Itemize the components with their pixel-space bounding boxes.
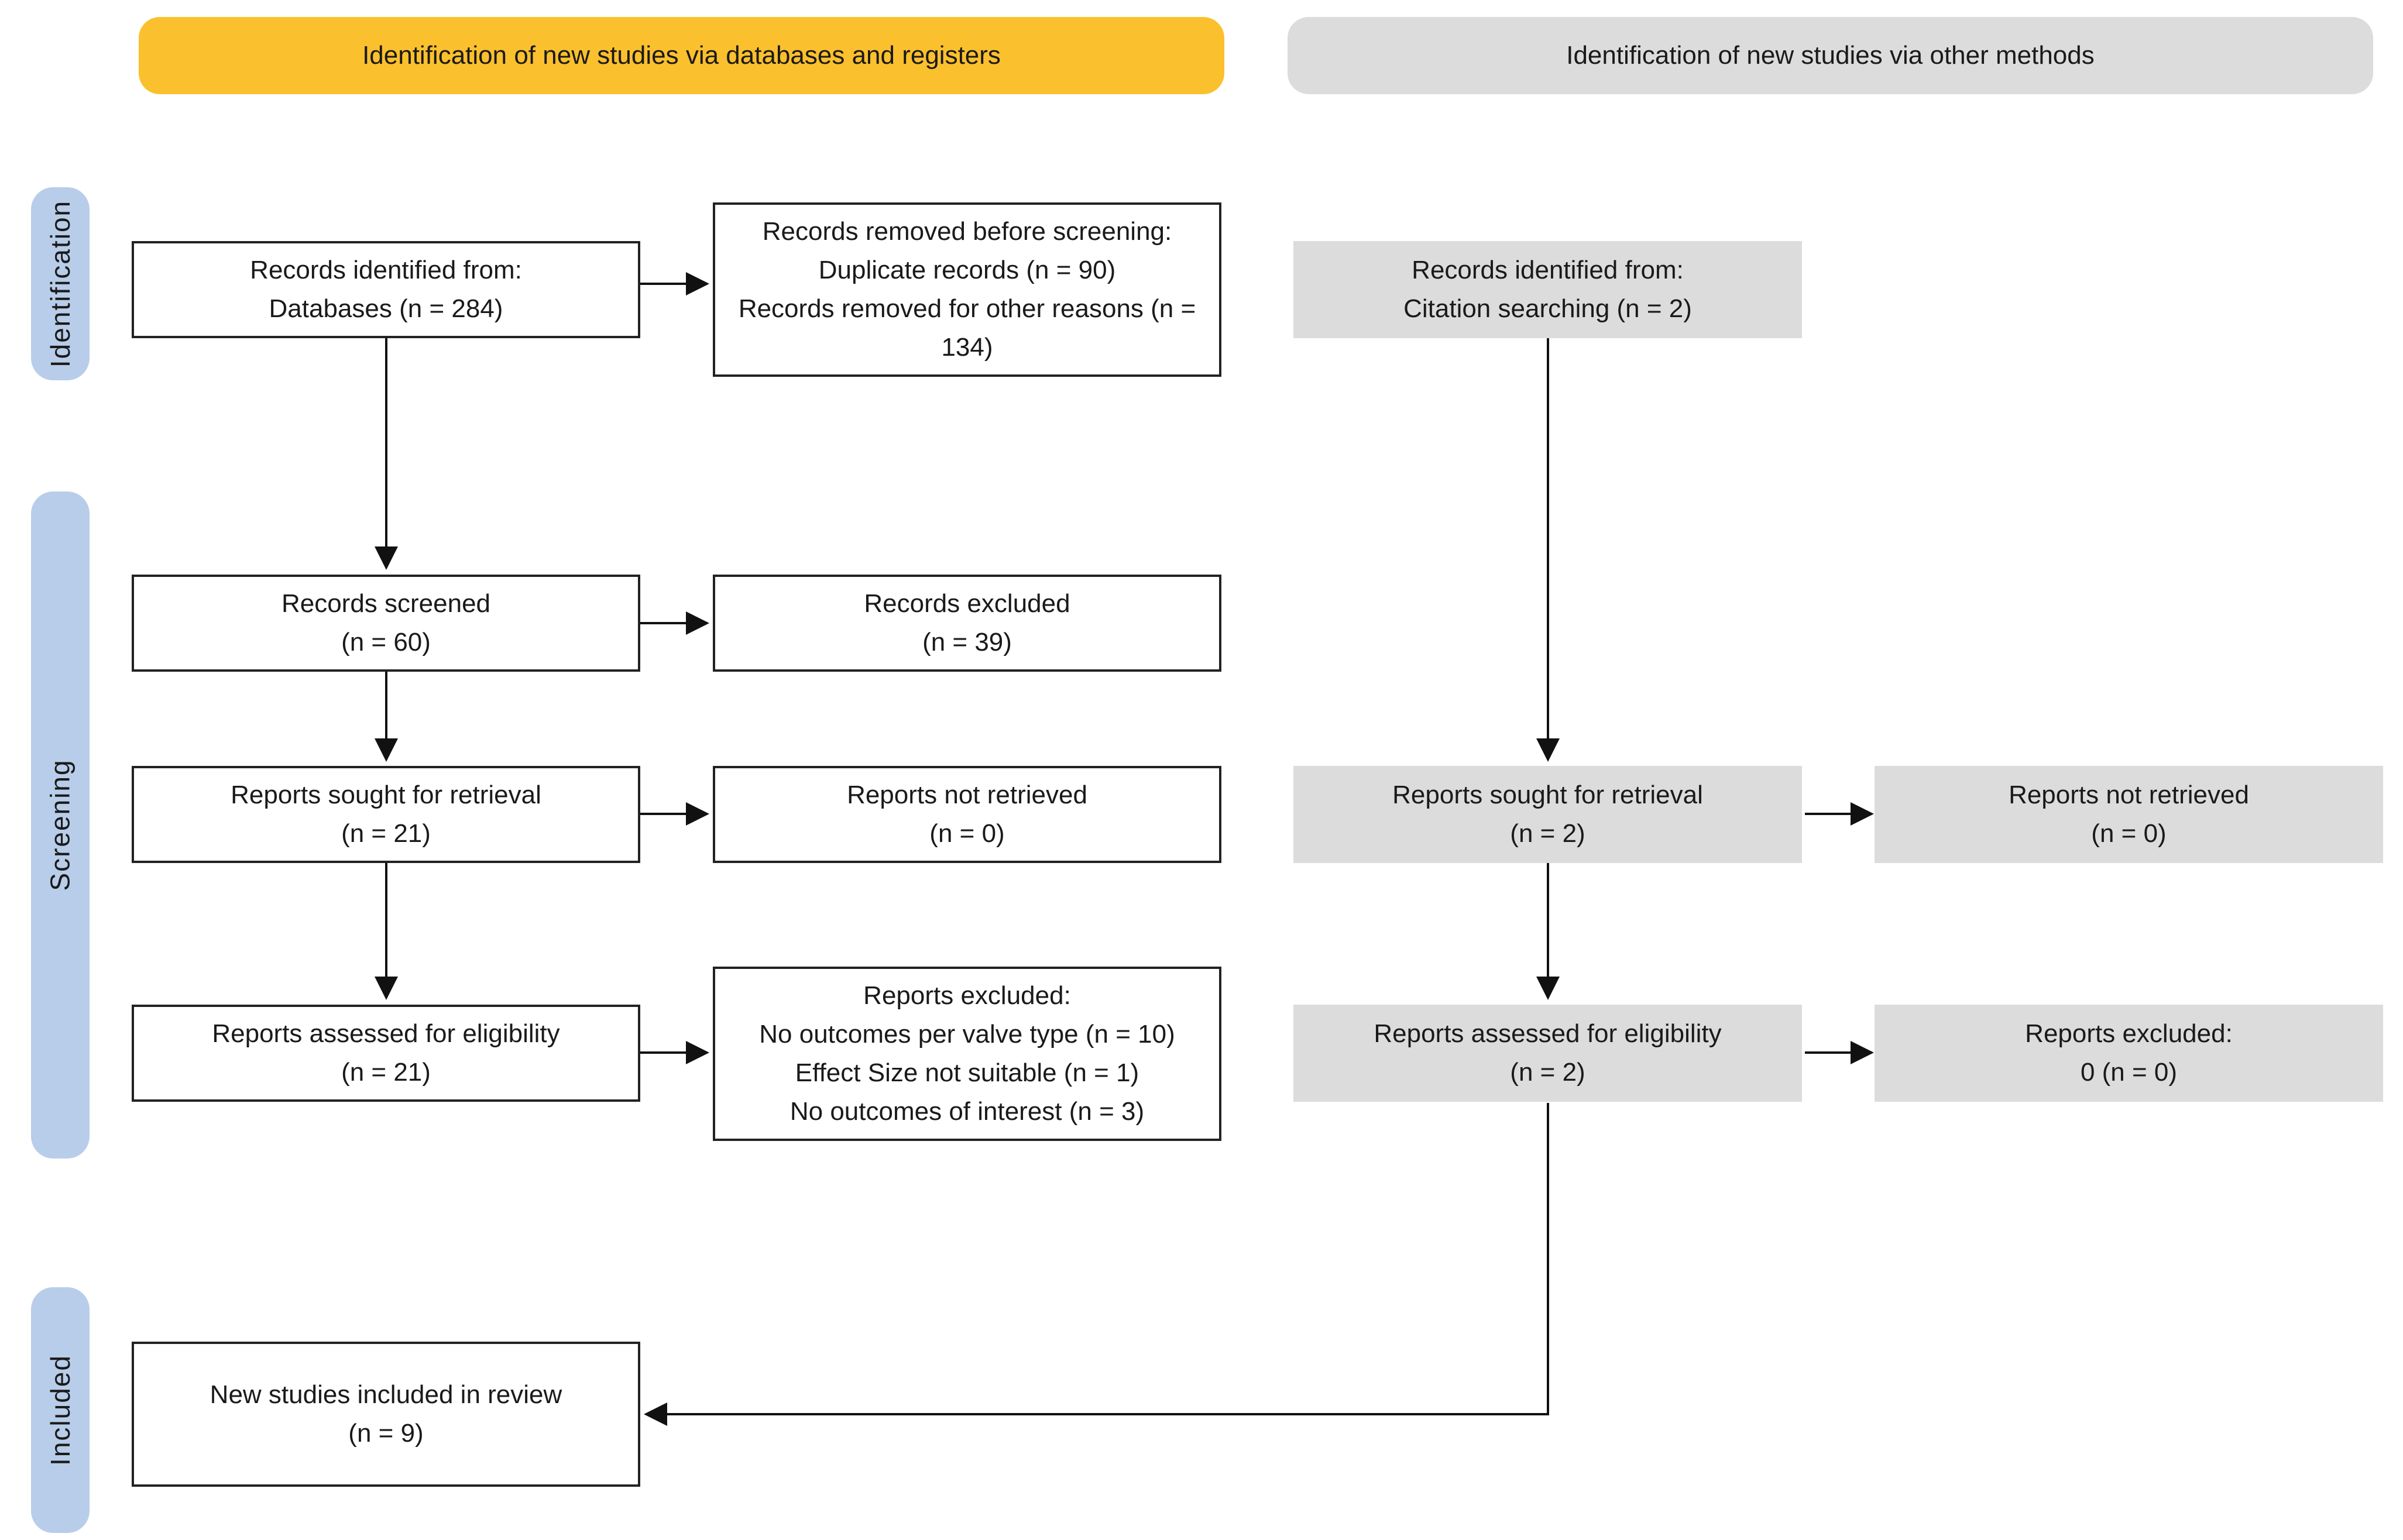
studies-included-line2: (n = 9) <box>348 1419 424 1448</box>
databases-column-header: Identification of new studies via databa… <box>139 17 1224 94</box>
db-records-screened-line1: Records screened <box>281 589 491 618</box>
db-reports-excluded-line3: Effect Size not suitable (n = 1) <box>795 1058 1139 1087</box>
other-reports-excluded-box: Reports excluded: 0 (n = 0) <box>1875 1005 2383 1102</box>
studies-included-line1: New studies included in review <box>210 1380 562 1409</box>
other-records-identified-box: Records identified from: Citation search… <box>1293 241 1802 338</box>
other-reports-assessed-box: Reports assessed for eligibility (n = 2) <box>1293 1005 1802 1102</box>
db-reports-not-retrieved-line2: (n = 0) <box>929 819 1005 848</box>
db-records-excluded-line1: Records excluded <box>864 589 1070 618</box>
db-records-removed-line2: Duplicate records (n = 90) <box>818 256 1116 284</box>
db-records-removed-box: Records removed before screening: Duplic… <box>713 202 1221 377</box>
other-reports-assessed-line2: (n = 2) <box>1510 1058 1585 1087</box>
other-reports-excluded-line1: Reports excluded: <box>2025 1019 2233 1048</box>
other-reports-assessed-line1: Reports assessed for eligibility <box>1374 1019 1722 1048</box>
other-records-identified-line2: Citation searching (n = 2) <box>1403 294 1692 323</box>
db-reports-excluded-box: Reports excluded: No outcomes per valve … <box>713 967 1221 1141</box>
phase-identification: Identification <box>31 187 90 380</box>
other-records-identified-line1: Records identified from: <box>1412 256 1684 284</box>
db-records-identified-line1: Records identified from: <box>250 256 522 284</box>
db-records-screened-line2: (n = 60) <box>341 628 431 656</box>
db-records-removed-line4: 134) <box>941 333 993 362</box>
phase-included: Included <box>31 1287 90 1533</box>
db-records-excluded-box: Records excluded (n = 39) <box>713 575 1221 672</box>
other-reports-excluded-line2: 0 (n = 0) <box>2080 1058 2178 1087</box>
db-reports-assessed-box: Reports assessed for eligibility (n = 21… <box>132 1005 640 1102</box>
other-reports-sought-box: Reports sought for retrieval (n = 2) <box>1293 766 1802 863</box>
db-reports-excluded-line1: Reports excluded: <box>863 981 1071 1010</box>
db-records-screened-box: Records screened (n = 60) <box>132 575 640 672</box>
db-reports-excluded-line4: No outcomes of interest (n = 3) <box>789 1097 1145 1126</box>
other-reports-not-retrieved-line2: (n = 0) <box>2091 819 2167 848</box>
db-reports-sought-box: Reports sought for retrieval (n = 21) <box>132 766 640 863</box>
db-reports-sought-line2: (n = 21) <box>341 819 431 848</box>
phase-screening: Screening <box>31 491 90 1159</box>
other-reports-not-retrieved-line1: Reports not retrieved <box>2009 781 2249 809</box>
db-records-removed-line1: Records removed before screening: <box>762 217 1172 246</box>
studies-included-box: New studies included in review (n = 9) <box>132 1342 640 1487</box>
db-records-excluded-line2: (n = 39) <box>922 628 1012 656</box>
db-reports-assessed-line2: (n = 21) <box>341 1058 431 1087</box>
other-methods-column-header: Identification of new studies via other … <box>1288 17 2373 94</box>
databases-header-text: Identification of new studies via databa… <box>362 41 1001 70</box>
db-reports-assessed-line1: Reports assessed for eligibility <box>212 1019 560 1048</box>
other-reports-not-retrieved-box: Reports not retrieved (n = 0) <box>1875 766 2383 863</box>
db-reports-not-retrieved-box: Reports not retrieved (n = 0) <box>713 766 1221 863</box>
other-reports-sought-line1: Reports sought for retrieval <box>1392 781 1703 809</box>
arrow-other-assessed-to-included <box>644 1103 1549 1426</box>
db-reports-excluded-line2: No outcomes per valve type (n = 10) <box>759 1020 1175 1049</box>
db-reports-not-retrieved-line1: Reports not retrieved <box>847 781 1087 809</box>
other-methods-header-text: Identification of new studies via other … <box>1566 41 2095 70</box>
db-records-identified-box: Records identified from: Databases (n = … <box>132 241 640 338</box>
db-reports-sought-line1: Reports sought for retrieval <box>231 781 541 809</box>
db-records-removed-line3: Records removed for other reasons (n = <box>738 294 1196 323</box>
other-reports-sought-line2: (n = 2) <box>1510 819 1585 848</box>
db-records-identified-line2: Databases (n = 284) <box>269 294 503 323</box>
